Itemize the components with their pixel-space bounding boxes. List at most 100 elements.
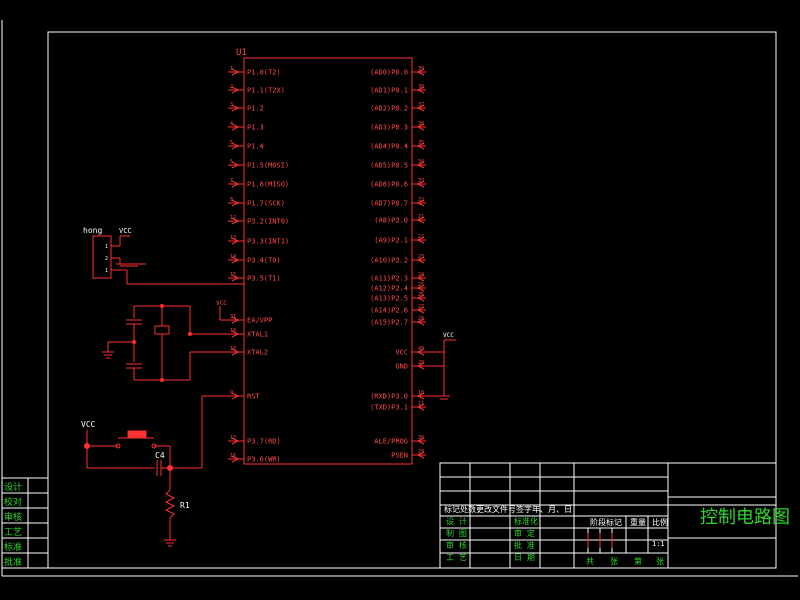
role-label: 审 核 <box>446 540 467 550</box>
revision-header: 标记处数更改文件号签字年、月、日 <box>444 504 572 514</box>
drawing-title: 控制电路图 <box>700 507 790 528</box>
scale-header: 比例 <box>652 517 668 527</box>
stage-header: 阶段标记 <box>590 517 622 527</box>
pin-label: P1.5(MOSI) <box>247 162 289 170</box>
scale-value: 1:1 <box>652 540 665 548</box>
sheet-footer-label: 张 <box>656 557 664 566</box>
pin-number: 26 <box>418 292 424 298</box>
pin-number: 7 <box>230 178 233 184</box>
pin-label: PSEN <box>391 452 408 460</box>
mcu-pin-right: 36(AD3)P0.3 <box>370 121 426 132</box>
pin-number: 6 <box>230 159 233 165</box>
mcu-pin-right: 37(AD2)P0.2 <box>370 102 426 113</box>
role-label: 设 计 <box>446 516 467 526</box>
role-label: 工 艺 <box>446 553 467 562</box>
pin-number: 34 <box>418 159 424 165</box>
pin-label: ALE/PROG <box>374 438 408 446</box>
pin-label: (TXD)P3.1 <box>370 404 408 412</box>
crystal-junctions <box>132 304 192 382</box>
pin-number: 20 <box>418 360 424 366</box>
reset-junctions <box>84 443 173 471</box>
pin-number: 27 <box>418 304 424 310</box>
pin-number: 16 <box>230 453 236 459</box>
mcu-pin-right: 35(AD4)P0.4 <box>370 140 426 151</box>
pin-number: 4 <box>230 121 233 127</box>
side-strip-label: 批准 <box>4 556 22 568</box>
mcu-pin-right: 24 (A11)P2.3 <box>370 272 426 283</box>
pin-number: 39 <box>418 66 424 72</box>
pin-number: 36 <box>418 121 424 127</box>
pin-number: 9 <box>230 390 233 396</box>
power-rail-right <box>426 339 456 400</box>
mcu-pin-right: 10(RXD)P3.0 <box>370 390 426 401</box>
pin-label: (AD6)P0.6 <box>370 181 408 189</box>
mcu-body <box>243 57 413 465</box>
pin-number: 19 <box>230 328 236 334</box>
weight-header: 重量 <box>630 517 646 527</box>
pin-number: 2 <box>230 84 233 90</box>
pin-label: P3.2(INT0) <box>247 218 289 226</box>
vcc-label-connector: VCC <box>119 227 132 235</box>
mcu-pin-right: 34 (AD5)P0.5 <box>370 159 426 170</box>
pin-label: RST <box>247 393 260 401</box>
pin-label: P1.3 <box>247 124 264 132</box>
connector-label: hong <box>83 226 102 235</box>
svg-text:1: 1 <box>105 268 108 274</box>
pin-number: 32 <box>418 197 424 203</box>
pin-label: (A13)P2.5 <box>370 295 408 303</box>
pin-number: 10 <box>418 390 424 396</box>
pin-label: (AD5)P0.5 <box>370 162 408 170</box>
sheet-footer-label: 张 <box>610 557 618 566</box>
pin-label: XTAL1 <box>247 331 268 339</box>
pin-label: GND <box>395 363 408 371</box>
c4-label: C4 <box>155 451 165 460</box>
pin-label: P3.4(T0) <box>247 257 281 265</box>
vcc-label-right: VCC <box>443 332 454 339</box>
role-label-2: 日 期 <box>514 553 535 562</box>
pin-label: P1.1(T2X) <box>247 87 285 95</box>
title-role-column-1: 设 计制 图审 核工 艺 <box>446 516 467 562</box>
mcu-ref: U1 <box>236 48 247 58</box>
side-strip-label: 设计 <box>4 481 22 493</box>
pin-label: P3.6(WR) <box>247 456 281 464</box>
vcc-label-reset: VCC <box>81 420 96 429</box>
pin-label: (A15)P2.7 <box>370 319 408 327</box>
pin-label: P3.7(RD) <box>247 438 281 446</box>
pin-number: 30 <box>418 435 424 441</box>
pin-number: 24 <box>418 272 424 278</box>
pin-label: (A11)P2.3 <box>370 275 408 283</box>
connector-hong <box>92 235 245 285</box>
mcu-pin-right: 38(AD1)P0.1 <box>370 84 426 95</box>
pin-label: P1.7(SCK) <box>247 200 285 208</box>
pin-label: (A14)P2.6 <box>370 307 408 315</box>
pin-label: (A9)P2.1 <box>374 237 408 245</box>
title-block-red <box>587 533 613 548</box>
pin-label: (AD0)P0.0 <box>370 69 408 77</box>
side-strip-label: 标准 <box>4 541 22 553</box>
mcu-pin-right: 11(TXD)P3.1 <box>370 401 426 412</box>
mcu-pin-right: 23(A10)P2.2 <box>370 254 426 265</box>
mcu-pin-right: 39 (AD0)P0.0 <box>370 66 426 77</box>
pin-label: (AD1)P0.1 <box>370 87 408 95</box>
pin-number: 21 <box>418 214 424 220</box>
pin-number: 22 <box>418 234 424 240</box>
pin-number: 13 <box>230 235 236 241</box>
pin-number: 28 <box>418 316 424 322</box>
pin-label: (AD4)P0.4 <box>370 143 408 151</box>
pin-label: EA/VPP <box>247 317 272 325</box>
role-label-2: 审 定 <box>514 528 535 538</box>
mcu-pin-right: 22 (A9)P2.1 <box>374 234 426 245</box>
